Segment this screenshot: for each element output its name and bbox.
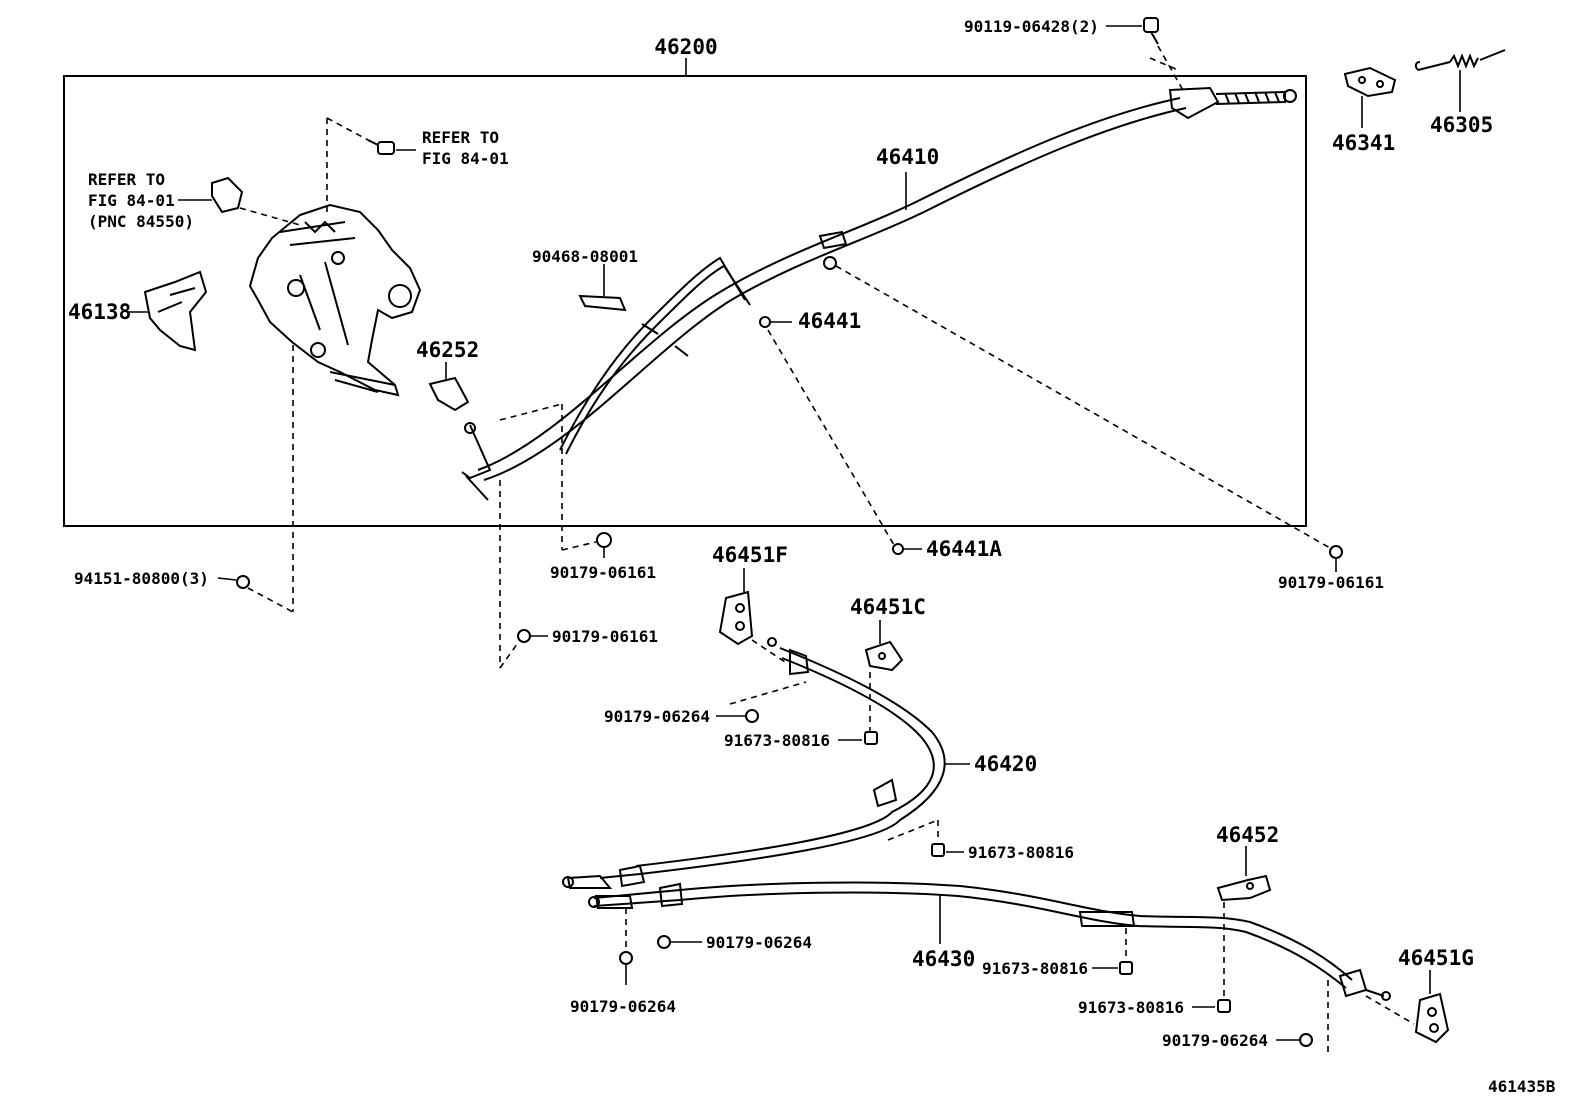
nut-90179-264-a <box>745 709 759 723</box>
bracket-46451G-dashed <box>1365 995 1415 1025</box>
label-46441: 46441 <box>798 309 861 333</box>
label-91673-80816-b: 91673-80816 <box>968 843 1074 862</box>
pedal-to-bolt-dashed <box>326 117 369 141</box>
grommet-46441A <box>892 543 904 555</box>
diagram-id: 461435B <box>1488 1077 1556 1096</box>
assembly-46200-frame <box>63 75 1307 527</box>
refer-bolt-note-line1: REFER TO <box>422 128 499 147</box>
cable-46420-drawing <box>562 637 946 889</box>
grommet-46441 <box>759 316 771 328</box>
bolt-94151-leader <box>217 577 237 581</box>
refer-bolt-note-line2: FIG 84-01 <box>422 149 509 168</box>
pedal-assembly-drawing <box>248 203 422 397</box>
bracket-46451G-drawing <box>1414 992 1450 1044</box>
nut-90179-264-c <box>619 951 633 965</box>
refer-switch-note-line3: (PNC 84550) <box>88 212 194 231</box>
label-46451G: 46451G <box>1398 946 1474 970</box>
label-94151: 94151-80800(3) <box>74 569 209 588</box>
rod-90468-drawing <box>559 256 751 455</box>
bolt-91673-b <box>931 843 945 857</box>
label-90179-06264-b: 90179-06264 <box>706 933 812 952</box>
nut-90179-lower <box>517 629 531 643</box>
label-91673-80816-c: 91673-80816 <box>982 959 1088 978</box>
label-46252: 46252 <box>416 338 479 362</box>
clamp-nut-right <box>823 256 837 270</box>
bolt-91673-d <box>1217 999 1231 1013</box>
clip-90468-drawing <box>578 294 627 312</box>
nut-90179-264-b <box>657 935 671 949</box>
label-90119: 90119-06428(2) <box>964 17 1099 36</box>
label-91673-80816-d: 91673-80816 <box>1078 998 1184 1017</box>
label-46305: 46305 <box>1430 113 1493 137</box>
cable-end-dashed-1-bottom <box>561 541 597 551</box>
bolt-91673-a <box>864 731 878 745</box>
label-90179-06264-c: 90179-06264 <box>570 997 676 1016</box>
clip-46252-drawing <box>428 376 470 412</box>
label-90468: 90468-08001 <box>532 247 638 266</box>
spring-46305-drawing <box>1414 49 1506 71</box>
nut-264a-dashed <box>729 681 807 705</box>
label-90179-06264-a: 90179-06264 <box>604 707 710 726</box>
label-90179-06161-lower: 90179-06161 <box>552 627 658 646</box>
bolt-91673-c <box>1119 961 1133 975</box>
nut-90179-right <box>1329 545 1343 559</box>
clamp-right-dashed <box>835 265 1331 549</box>
label-46452: 46452 <box>1216 823 1279 847</box>
label-46430: 46430 <box>912 947 975 971</box>
cable-46410-drawing <box>461 86 1297 501</box>
refer-switch-note-line2: FIG 84-01 <box>88 191 175 210</box>
label-46451C: 46451C <box>850 595 926 619</box>
label-46200: 46200 <box>654 35 717 59</box>
nut-90179-mid <box>596 532 612 548</box>
label-46441A: 46441A <box>926 537 1002 561</box>
bracket-46451C-drawing <box>864 640 904 672</box>
bolt-90119-dashed <box>1157 45 1185 93</box>
bracket-46341-drawing <box>1343 66 1397 98</box>
bracket-46451F-drawing <box>718 590 754 646</box>
bracket-46451F-dashed <box>751 639 789 665</box>
label-90179-06161-right: 90179-06161 <box>1278 573 1384 592</box>
refer-switch-icon <box>211 176 244 214</box>
refer-bolt-icon <box>367 139 395 155</box>
refer-switch-note-line1: REFER TO <box>88 170 165 189</box>
cable-46430-drawing <box>588 881 1391 1001</box>
label-46138: 46138 <box>68 300 131 324</box>
bolt-94151 <box>236 575 250 589</box>
label-46341: 46341 <box>1332 131 1395 155</box>
label-46451F: 46451F <box>712 543 788 567</box>
cable-end-dashed-2-bottom <box>499 639 521 669</box>
label-90179-06161-mid: 90179-06161 <box>550 563 656 582</box>
label-90179-06264-d: 90179-06264 <box>1162 1031 1268 1050</box>
bolt-90119-dashed-2 <box>1149 57 1179 71</box>
grommet-46441-dashed <box>767 329 895 546</box>
cable-end-dashed-1-top <box>499 403 563 421</box>
bolt-91673-b-dashed <box>887 819 939 841</box>
bolt-94151-dashed <box>247 587 294 613</box>
label-46410: 46410 <box>876 145 939 169</box>
bracket-46452-drawing <box>1216 874 1272 902</box>
label-91673-80816-a: 91673-80816 <box>724 731 830 750</box>
bracket-46138-drawing <box>143 270 208 352</box>
bolt-90119-drawing <box>1143 17 1159 45</box>
label-46420: 46420 <box>974 752 1037 776</box>
nut-90179-264-d <box>1299 1033 1313 1047</box>
